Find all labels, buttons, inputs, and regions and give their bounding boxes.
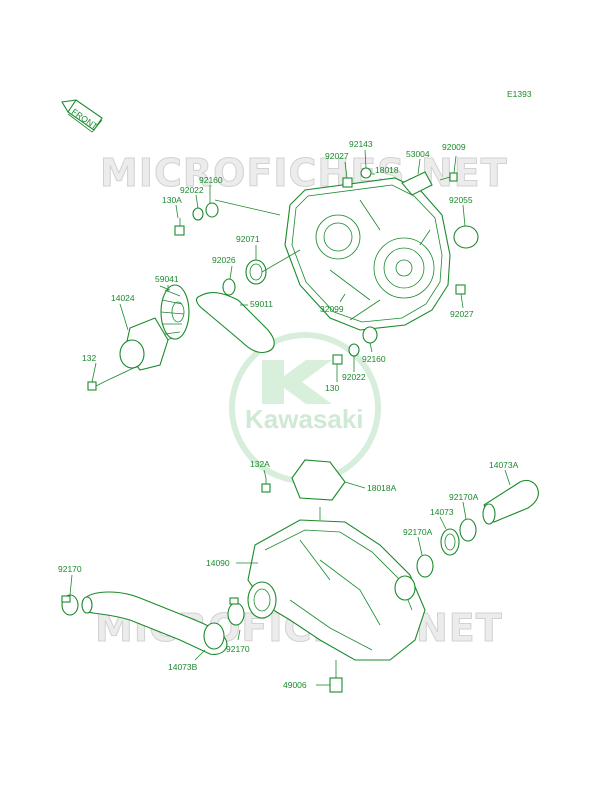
washer-92026 [222,278,236,296]
washer-92022-top [192,207,204,221]
label-18018A: 18018A [367,483,397,493]
bolt-130A [174,218,185,236]
label-92009: 92009 [442,142,466,152]
label-130: 130 [325,383,339,393]
label-92055: 92055 [449,195,473,205]
cover-14024 [119,317,169,371]
label-14073: 14073 [430,507,454,517]
clamp-92170A-right [459,518,477,542]
bolt-92009 [439,172,458,182]
bolt-132 [87,379,109,391]
label-14024: 14024 [111,293,135,303]
front-arrow-icon: FRONT [61,99,103,133]
label-92027-top: 92027 [325,151,349,161]
label-92170A-left: 92170A [403,527,433,537]
label-92170-left: 92170 [58,564,82,574]
diagram-code: E1393 [507,89,532,99]
kawasaki-logo: Kawasaki [229,332,381,484]
bracket-53004 [401,171,433,196]
label-92022-top: 92022 [180,185,204,195]
label-92170A-right: 92170A [449,492,479,502]
clamp-92170-left [61,594,79,616]
leader-lines [69,149,511,686]
label-130A: 130A [162,195,182,205]
clutch-cover-32099 [284,177,451,331]
duct-14073B [81,591,228,655]
bolt-132A [261,478,271,493]
label-92027-bottom: 92027 [450,309,474,319]
label-59011: 59011 [250,299,273,309]
label-92071: 92071 [236,234,260,244]
part-labels: 92143 92027 53004 92009 18018 92160 9202… [58,139,519,690]
label-14073B: 14073B [168,662,198,672]
plate-18018A [291,459,346,501]
label-14090: 14090 [206,558,230,568]
joint-14073 [440,528,460,556]
label-132: 132 [82,353,96,363]
bushing-92160-bottom [362,326,378,344]
label-92170-middle: 92170 [226,644,250,654]
duct-14073A [482,479,539,525]
clamp-92170A-left [416,554,434,578]
label-92160-top: 92160 [199,175,223,185]
label-92160-bottom: 92160 [362,354,386,364]
logo-text: Kawasaki [245,404,364,434]
label-14073A: 14073A [489,460,519,470]
label-92022-bottom: 92022 [342,372,366,382]
label-53004: 53004 [406,149,430,159]
label-92026: 92026 [212,255,236,265]
collar-92027-top [342,177,353,188]
seal-92071 [245,259,267,285]
label-92143: 92143 [349,139,373,149]
drain-plug-49006 [329,660,343,693]
fan-59041 [159,284,190,343]
bolt-130 [332,354,343,372]
belt-59011 [195,291,275,354]
grommet-92143 [360,167,372,179]
label-49006: 49006 [283,680,307,690]
watermark-top: MICROFICHES.NET [100,151,508,195]
collar-92027-bottom [455,284,466,295]
housing-14090 [247,519,426,661]
o-ring-92055 [453,225,479,249]
clamp-92170-middle [227,597,245,626]
bushing-92160-top [205,202,219,218]
label-132A: 132A [250,459,270,469]
label-18018: 18018 [375,165,399,175]
washer-92022-bottom [348,343,360,357]
label-32099: 32099 [320,304,344,314]
label-59041: 59041 [155,274,179,284]
